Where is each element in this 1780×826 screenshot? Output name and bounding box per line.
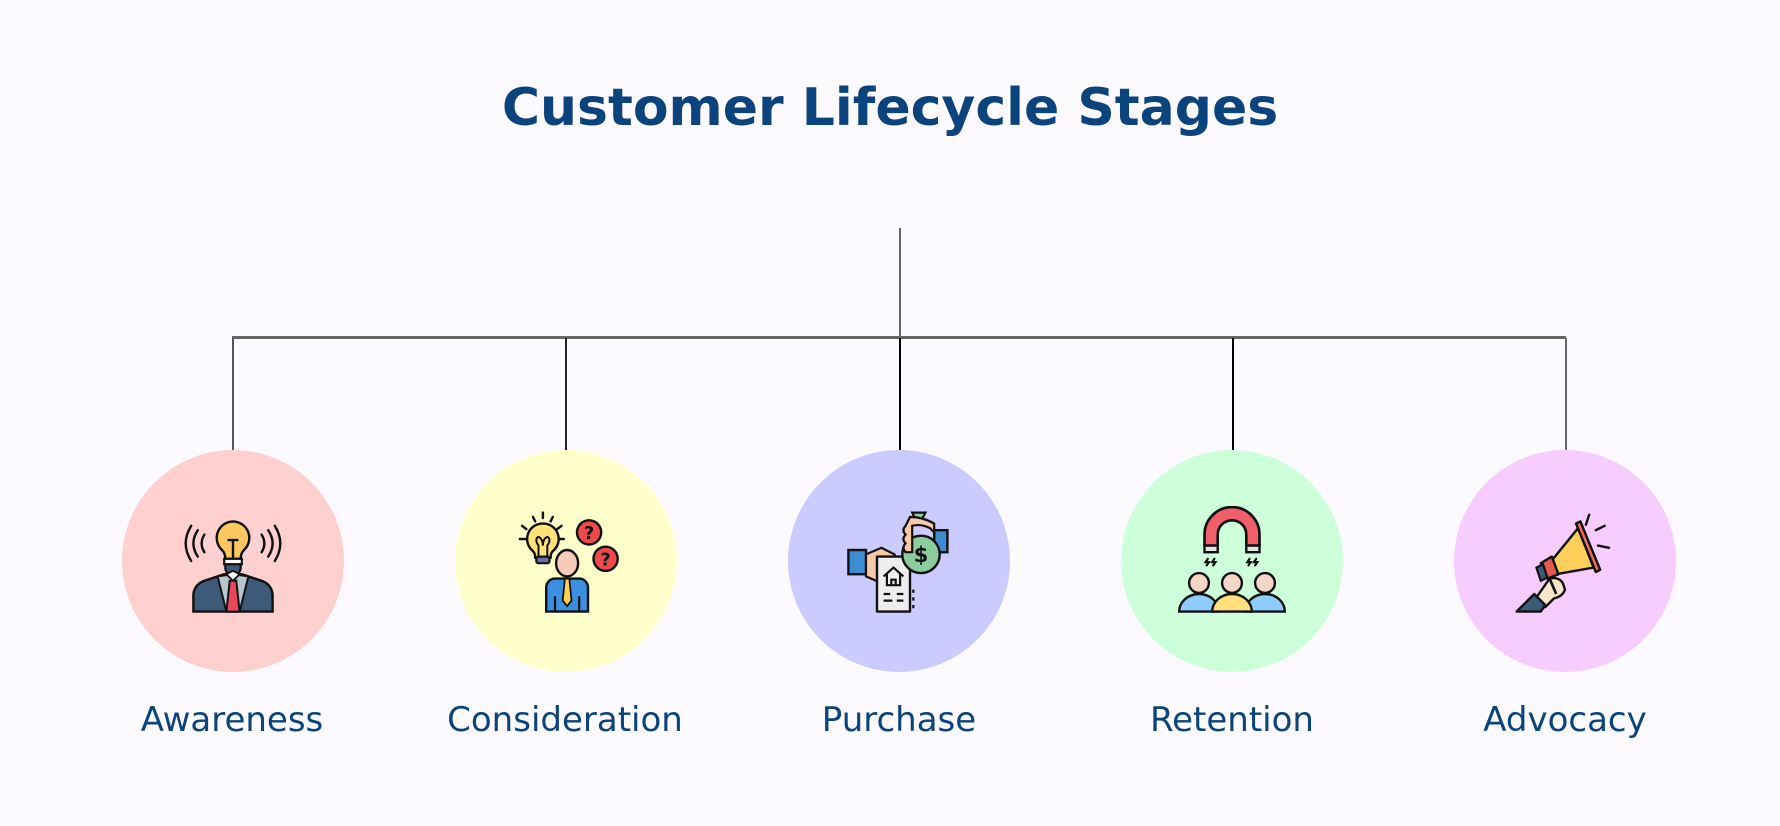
stage-label-advocacy: Advocacy [1483, 700, 1647, 740]
stage-retention-node [1121, 450, 1343, 672]
magnet-attracting-people-icon [1177, 506, 1287, 613]
stem-awareness [232, 338, 234, 450]
stage-label-purchase: Purchase [821, 700, 977, 740]
stem-purchase [899, 338, 901, 450]
stem-advocacy [1565, 338, 1567, 450]
stage-label-awareness: Awareness [140, 700, 324, 740]
svg-text:?: ? [600, 550, 610, 570]
root-connector [899, 228, 901, 338]
stage-awareness-node [122, 450, 344, 672]
lightbulb-head-businessman-icon [184, 520, 282, 613]
stage-purchase-node: $ [788, 450, 1010, 672]
stage-advocacy-node [1454, 450, 1676, 672]
stem-retention [1232, 338, 1234, 450]
megaphone-hand-icon [1515, 513, 1611, 613]
svg-text:$: $ [914, 543, 929, 567]
branch-connector [232, 336, 1566, 339]
diagram-title: Customer Lifecycle Stages [501, 78, 1279, 138]
stage-consideration-node: ? ? [455, 450, 677, 672]
stage-label-retention: Retention [1150, 700, 1314, 740]
svg-text:?: ? [584, 524, 594, 544]
stem-consideration [565, 338, 567, 450]
money-bag-exchange-house-contract-icon: $ [847, 511, 949, 613]
stage-label-consideration: Consideration [447, 700, 683, 740]
person-idea-questions-icon: ? ? [518, 511, 619, 613]
